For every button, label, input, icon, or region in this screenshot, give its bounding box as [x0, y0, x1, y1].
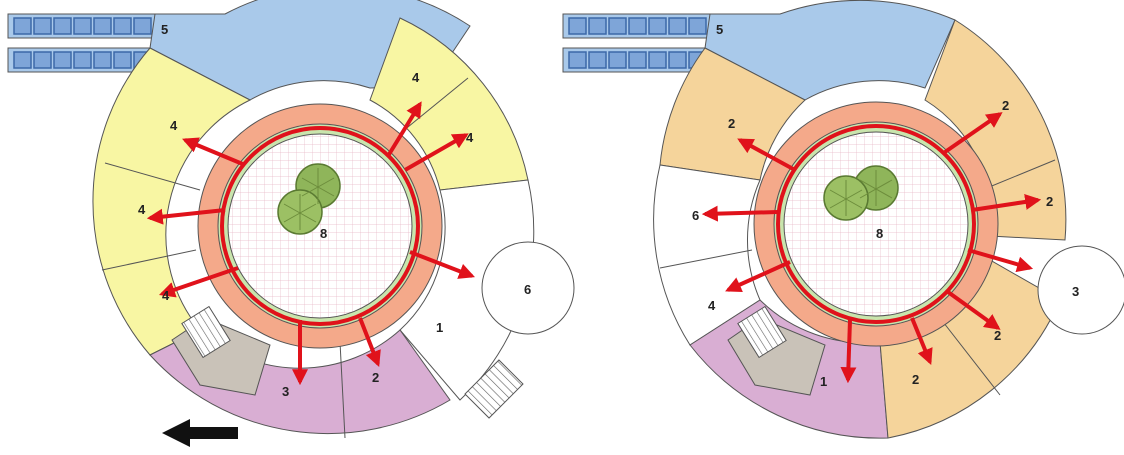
label-ward-w-b: 4 [708, 298, 716, 313]
label-ward-nw: 2 [728, 116, 735, 131]
circle-room [1037, 245, 1124, 335]
label-south-a: 1 [820, 374, 827, 389]
circle-room [481, 241, 575, 335]
plant-icon [277, 163, 341, 235]
stairs-left-a [181, 305, 231, 359]
label-entry-room: 1 [436, 320, 443, 335]
label-ward-w-c: 4 [162, 288, 170, 303]
label-ward-ne-a: 4 [412, 70, 420, 85]
label-ward-w-b: 4 [138, 202, 146, 217]
label-south-b: 2 [912, 372, 919, 387]
bed-row-block [562, 13, 714, 73]
plan-right: 5 2 2 2 6 4 8 3 1 2 2 [562, 0, 1124, 439]
label-circle-room: 3 [1072, 284, 1079, 299]
bed-row-block [7, 13, 159, 73]
label-ward-w-a: 4 [170, 118, 178, 133]
label-south-a: 3 [282, 384, 289, 399]
radial-arrows [146, 101, 475, 386]
label-ward-ne-a: 2 [1002, 98, 1009, 113]
label-center: 8 [876, 226, 883, 241]
label-circle-room: 6 [524, 282, 531, 297]
central-room [783, 131, 969, 317]
label-ward-ne-b: 4 [466, 130, 474, 145]
label-bed-row: 5 [716, 22, 723, 37]
circulation-ring [776, 124, 976, 324]
label-south-c: 2 [994, 328, 1001, 343]
radial-arrows [701, 112, 1042, 384]
ward-sector-ne-yellow [369, 17, 529, 191]
ward-sector-north-blue [704, 0, 956, 101]
label-ward-w-a: 6 [692, 208, 699, 223]
plant-icon [823, 165, 899, 221]
label-south-b: 2 [372, 370, 379, 385]
plan-left: 5 4 4 4 4 4 8 6 1 3 2 [7, 0, 575, 447]
circulation-ring [220, 126, 420, 326]
central-room [227, 133, 413, 319]
stairs-right [737, 305, 787, 359]
label-ward-ne-b: 2 [1046, 194, 1053, 209]
label-center: 8 [320, 226, 327, 241]
direction-left-icon [162, 419, 238, 447]
label-bed-row: 5 [161, 22, 168, 37]
ward-sector-ne-orange [924, 19, 1067, 241]
stairs-left-b [464, 359, 524, 419]
